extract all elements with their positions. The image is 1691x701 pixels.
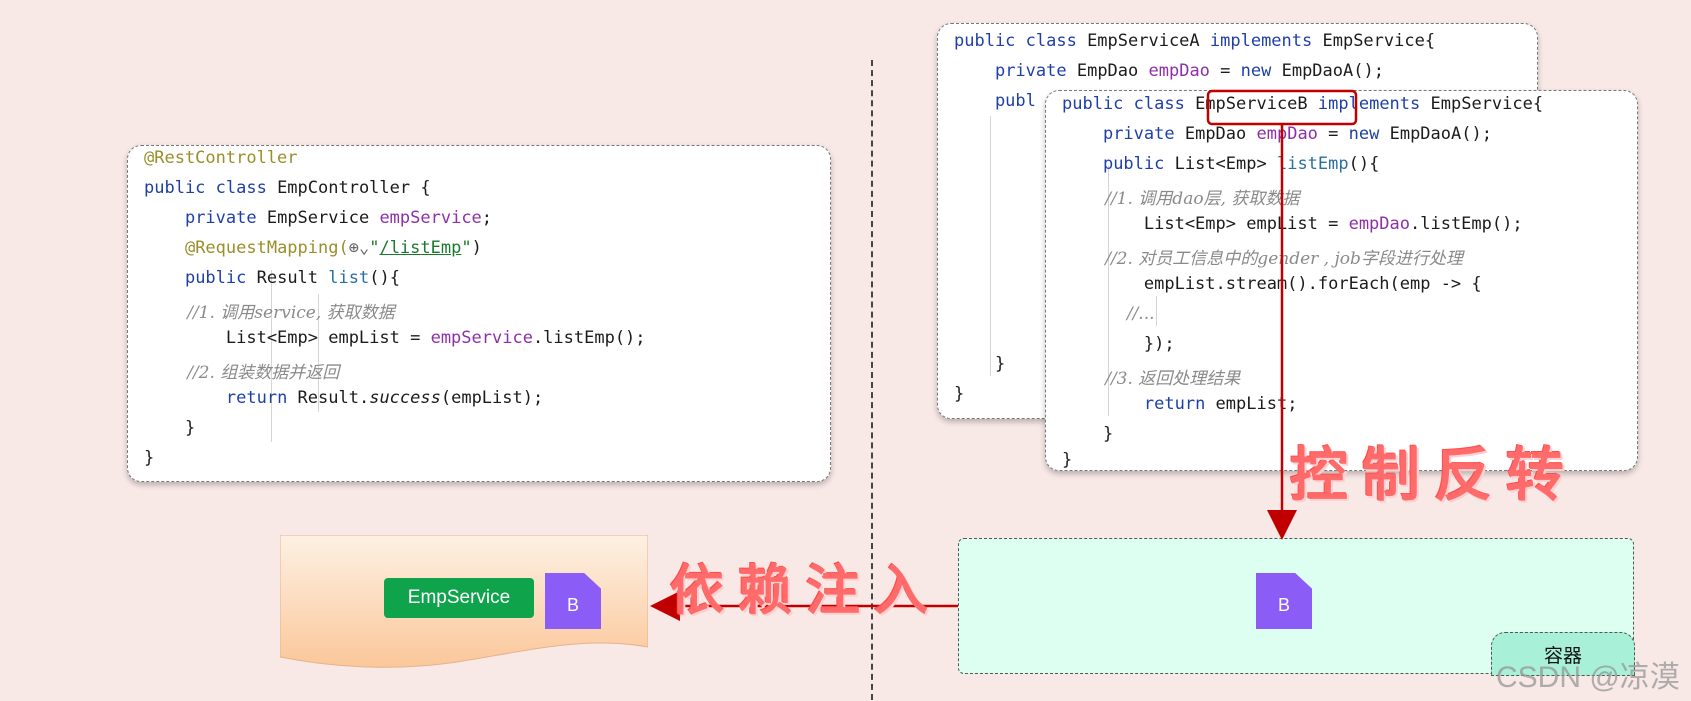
code-line: private EmpDao empDao = new EmpDaoA();: [1102, 124, 1492, 144]
code-line: private EmpService empService;: [184, 208, 493, 228]
indent-guide: [318, 294, 319, 412]
code-line: //...: [1062, 304, 1155, 324]
code-line: }: [954, 384, 965, 404]
code-line: List<Emp> empList = empService.listEmp()…: [144, 328, 646, 348]
code-line: public List<Emp> listEmp(){: [1102, 154, 1380, 174]
indent-guide: [271, 270, 272, 442]
code-line: @RestController: [144, 148, 298, 168]
code-line: return Result.success(empList);: [225, 388, 544, 408]
code-line: empList.stream().forEach(emp -> {: [1062, 274, 1482, 294]
code-line: public Result list(){: [184, 268, 400, 288]
code-line: //2. 组装数据并返回: [144, 363, 340, 383]
indent-guide: [1156, 296, 1157, 326]
inversion-of-control-label: 控制反转: [1290, 441, 1579, 509]
code-line: List<Emp> empList = empDao.listEmp();: [1062, 214, 1523, 234]
watermark: CSDN @凉漠: [1496, 661, 1680, 694]
container-label: 容器: [1491, 632, 1635, 676]
code-line: private EmpDao empDao = new EmpDaoA();: [994, 61, 1384, 81]
indent-guide: [990, 116, 991, 376]
code-line: //2. 对员工信息中的gender , job字段进行处理: [1062, 249, 1463, 269]
globe-icon: ⊕⌄: [348, 238, 370, 258]
code-line: return empList;: [1143, 394, 1298, 414]
section-divider: [871, 60, 873, 700]
service-b-code-box: public class EmpServiceB implements EmpS…: [1045, 90, 1638, 471]
controller-code-box: @RestController public class EmpControll…: [127, 145, 831, 482]
dependency-injection-label: 依赖注入: [670, 558, 942, 622]
code-line: //3. 返回处理结果: [1062, 369, 1241, 389]
code-line: publ: [954, 91, 1036, 111]
code-line: public class EmpController {: [144, 178, 431, 198]
code-line: });: [1062, 334, 1175, 354]
code-line: public class EmpServiceB implements EmpS…: [1062, 94, 1544, 114]
bean-file-icon: B: [545, 573, 601, 629]
code-line: @RequestMapping(⊕⌄"/listEmp"): [184, 238, 482, 258]
code-line: }: [1062, 424, 1114, 444]
code-line: public class EmpServiceA implements EmpS…: [954, 31, 1436, 51]
code-line: //1. 调用service, 获取数据: [144, 303, 395, 323]
code-line: }: [144, 418, 196, 438]
code-line: }: [144, 448, 155, 468]
bean-file-icon: B: [1256, 573, 1312, 629]
emp-service-pill: EmpService: [384, 578, 534, 618]
code-line: }: [1062, 450, 1073, 470]
code-line: }: [954, 354, 1006, 374]
indent-guide: [1108, 166, 1109, 416]
code-line: //1. 调用dao层, 获取数据: [1062, 189, 1300, 209]
